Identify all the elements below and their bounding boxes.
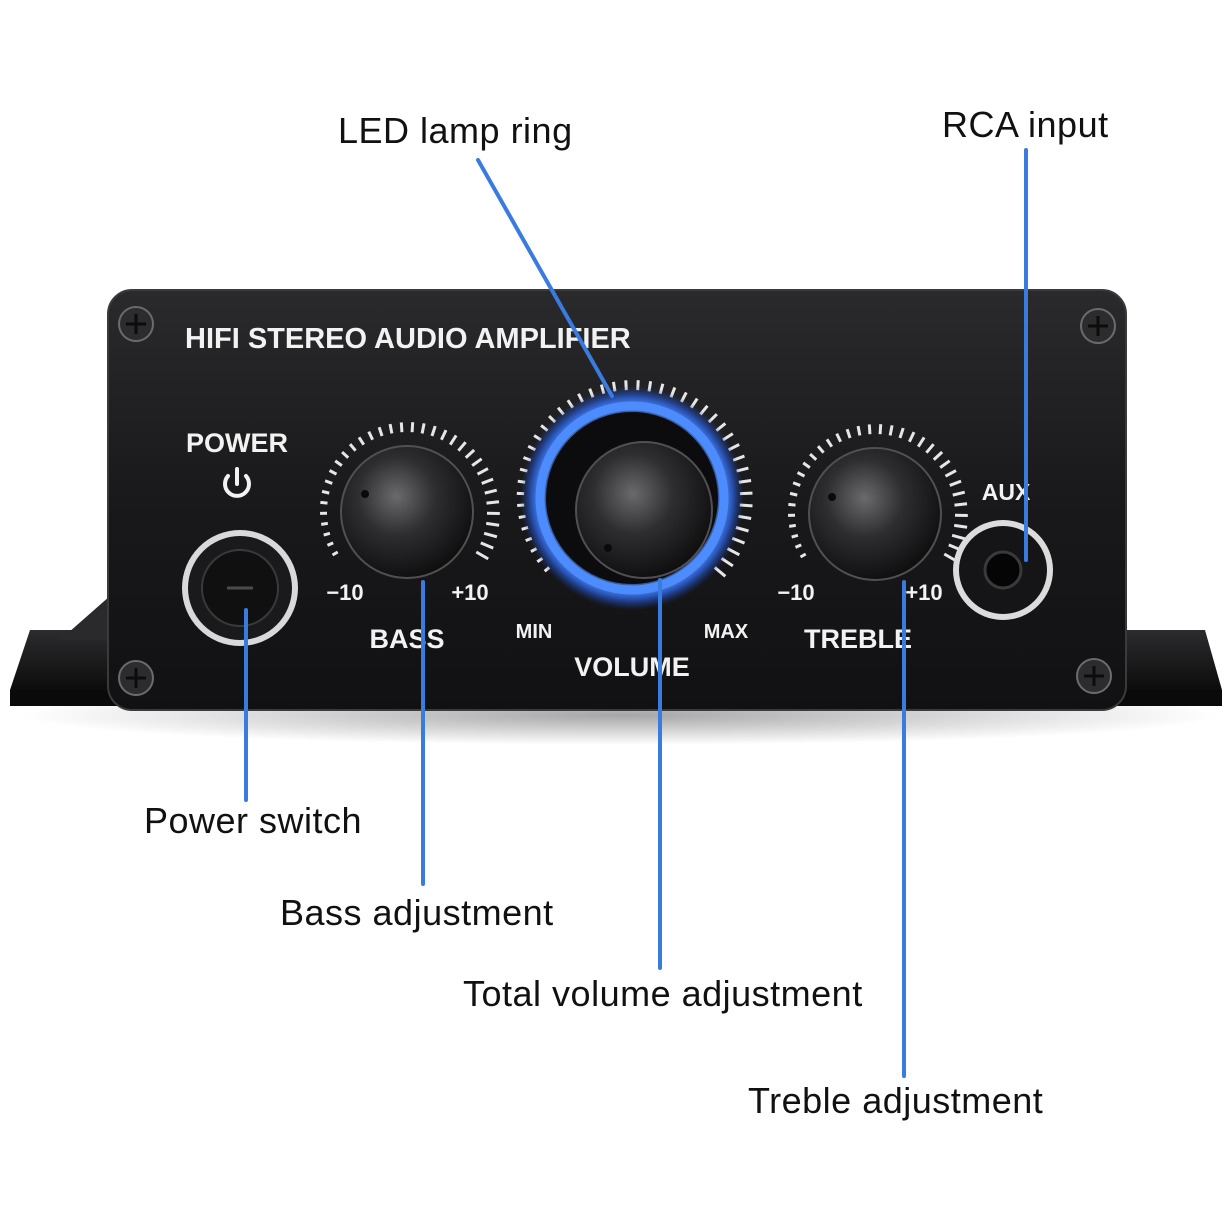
callout-rca-input: RCA input xyxy=(942,104,1109,145)
treble-tick xyxy=(788,502,796,507)
bass-tick xyxy=(430,425,437,437)
power-button[interactable] xyxy=(182,530,298,646)
bass-tick xyxy=(486,500,500,505)
bass-tick xyxy=(457,441,467,452)
treble-tick xyxy=(799,552,807,559)
callout-total-volume-adjustment: Total volume adjustment xyxy=(463,973,863,1014)
callout-bass-adjustment: Bass adjustment xyxy=(280,892,554,933)
bass-tick xyxy=(331,550,339,557)
treble-tick xyxy=(908,431,916,443)
bass-tick xyxy=(480,541,494,550)
treble-tick xyxy=(952,490,966,497)
bass-tick xyxy=(367,430,374,441)
bass-tick xyxy=(326,541,334,547)
aux-jack[interactable] xyxy=(953,520,1053,620)
treble-tick xyxy=(791,533,799,539)
leader-line-led-ring xyxy=(476,158,614,398)
bass-tick xyxy=(464,448,476,459)
bass-tick-ring xyxy=(320,422,500,561)
treble-tick xyxy=(809,452,818,461)
bass-min-label: −10 xyxy=(326,580,363,605)
bass-tick xyxy=(348,443,357,452)
power-icon xyxy=(223,467,251,498)
treble-tick xyxy=(802,461,811,469)
bass-tick xyxy=(483,531,498,539)
treble-tick xyxy=(867,424,872,435)
treble-tick xyxy=(796,471,806,478)
treble-max-label: +10 xyxy=(905,580,942,605)
screw-top-right xyxy=(1080,308,1116,344)
bass-tick xyxy=(399,422,404,433)
volume-label: VOLUME xyxy=(574,652,690,682)
bass-tick xyxy=(328,469,338,476)
treble-tick xyxy=(794,543,802,549)
treble-tick xyxy=(898,427,905,439)
volume-knob[interactable] xyxy=(575,441,713,579)
bass-tick xyxy=(420,423,426,434)
callout-treble-adjustment: Treble adjustment xyxy=(748,1080,1044,1121)
treble-tick xyxy=(789,491,798,497)
bass-tick xyxy=(321,489,330,495)
treble-tick xyxy=(856,425,862,436)
bass-tick xyxy=(471,457,483,467)
treble-tick xyxy=(888,425,894,436)
bass-tick xyxy=(475,550,489,561)
treble-tick xyxy=(845,428,852,439)
screw-bottom-right xyxy=(1076,658,1112,694)
screw-top-left xyxy=(118,306,154,342)
bass-tick xyxy=(320,500,328,505)
treble-label: TREBLE xyxy=(804,624,912,654)
treble-tick xyxy=(788,523,797,528)
front-panel-edge xyxy=(107,289,1127,711)
treble-tick xyxy=(878,424,883,435)
leader-lines xyxy=(244,148,1028,1078)
bass-tick xyxy=(357,436,366,446)
volume-max-label: MAX xyxy=(704,621,749,643)
bass-label: BASS xyxy=(369,624,444,654)
bass-tick xyxy=(448,434,458,446)
treble-tick xyxy=(949,479,962,487)
treble-tick xyxy=(939,459,951,469)
power-label: POWER xyxy=(186,428,288,458)
treble-tick xyxy=(825,438,834,448)
callout-power-switch: Power switch xyxy=(144,800,363,841)
aux-label: AUX xyxy=(982,479,1031,505)
bass-tick xyxy=(341,450,350,459)
treble-tick xyxy=(835,432,842,443)
treble-tick xyxy=(951,533,966,541)
bass-tick xyxy=(485,521,500,527)
bass-tick xyxy=(484,488,498,495)
treble-min-label: −10 xyxy=(777,580,814,605)
bass-tick xyxy=(320,521,329,526)
treble-tick xyxy=(792,481,801,487)
bass-knob[interactable] xyxy=(340,445,474,579)
bass-tick xyxy=(388,423,394,434)
treble-tick xyxy=(916,436,926,448)
panel-title: HIFI STEREO AUDIO AMPLIFIER xyxy=(185,323,631,355)
volume-min-label: MIN xyxy=(516,621,553,643)
bass-tick xyxy=(481,477,494,485)
treble-tick xyxy=(944,469,957,478)
treble-tick xyxy=(816,445,825,454)
bass-max-label: +10 xyxy=(451,580,488,605)
treble-knob[interactable] xyxy=(808,447,942,581)
screw-bottom-left xyxy=(118,660,154,696)
bass-tick xyxy=(323,531,331,537)
bass-tick xyxy=(476,467,489,476)
bass-tick xyxy=(324,479,333,485)
treble-tick xyxy=(932,450,944,461)
treble-tick-ring xyxy=(788,424,968,563)
callout-led-lamp-ring: LED lamp ring xyxy=(338,110,573,151)
bass-tick xyxy=(334,459,343,467)
treble-tick xyxy=(925,443,935,454)
bass-tick xyxy=(440,429,448,441)
treble-tick xyxy=(954,502,968,507)
bass-tick xyxy=(377,426,384,437)
bass-tick xyxy=(410,422,415,433)
treble-tick xyxy=(953,523,968,529)
led-lamp-ring-core xyxy=(535,401,729,595)
